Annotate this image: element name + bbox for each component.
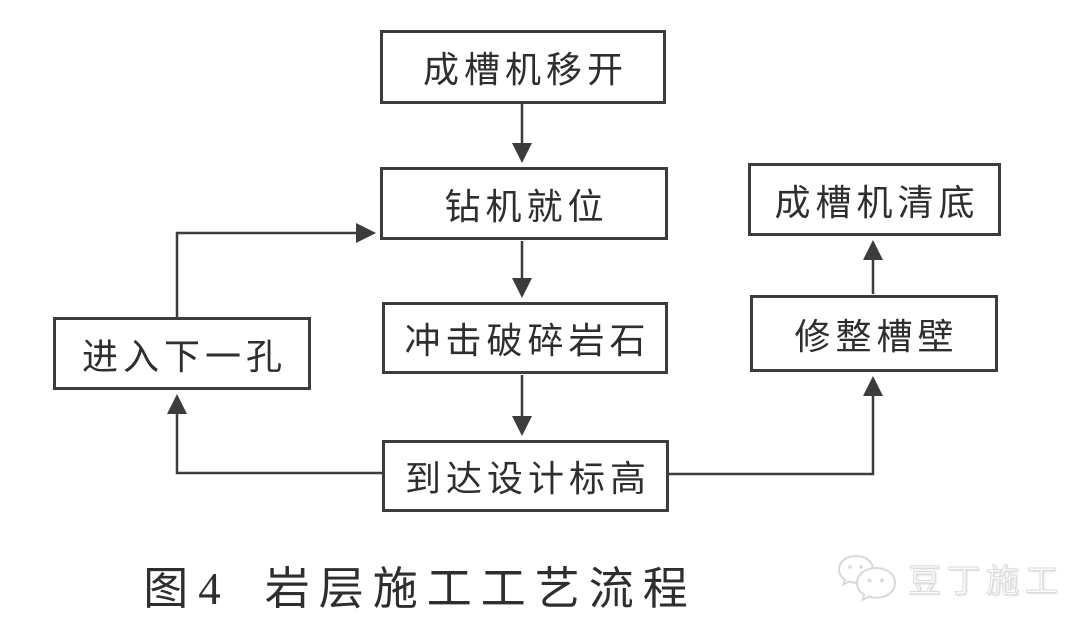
flow-node-label: 成槽机移开 xyxy=(422,50,628,90)
flow-node-label: 进入下一孔 xyxy=(81,336,287,377)
arrow-elevation-to-next-hole xyxy=(167,394,382,475)
flow-node-slotting-machine-clean-bottom: 成槽机清底 xyxy=(748,163,1001,236)
flow-node-impact-crush-rock: 冲击破碎岩石 xyxy=(382,302,668,374)
arrow-next-hole-to-drill xyxy=(175,223,376,317)
flow-node-enter-next-hole: 进入下一孔 xyxy=(53,317,311,390)
watermark-text: 豆丁施工 xyxy=(908,562,1064,600)
flow-node-label: 冲击破碎岩石 xyxy=(404,321,651,361)
watermark: 豆丁施工 xyxy=(836,552,1064,604)
flow-node-drill-in-place: 钻机就位 xyxy=(380,167,668,240)
flow-node-slotting-machine-move: 成槽机移开 xyxy=(380,30,666,104)
flow-node-label: 成槽机清底 xyxy=(774,182,980,223)
flow-node-label: 钻机就位 xyxy=(444,186,609,227)
flow-node-reach-design-elevation: 到达设计标高 xyxy=(382,440,669,512)
flow-node-trim-trench-wall: 修整槽壁 xyxy=(750,295,998,372)
flow-node-label: 到达设计标高 xyxy=(404,459,651,499)
figure-number: 图4 xyxy=(143,564,231,614)
figure-caption: 图4 岩层施工工艺流程 xyxy=(0,552,840,617)
wechat-chat-bubbles-icon xyxy=(837,554,897,603)
arrow-elevation-to-trim xyxy=(669,376,883,476)
figure-title: 岩层施工工艺流程 xyxy=(264,564,697,614)
flow-node-label: 修整槽壁 xyxy=(794,316,959,357)
